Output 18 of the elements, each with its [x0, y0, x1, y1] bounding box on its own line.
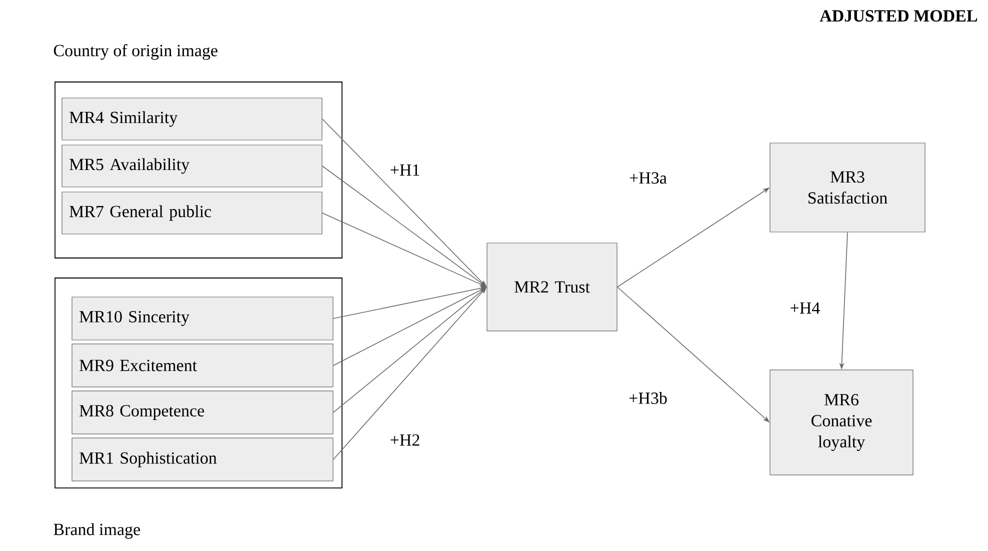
factor-box: MR8 Competence: [72, 390, 334, 434]
edge-label: +H3b: [628, 391, 668, 405]
factor-box: MR4 Similarity: [62, 98, 322, 140]
factor-box: MR9 Excitement: [72, 344, 334, 388]
factor-box: MR10 Sincerity: [72, 296, 334, 340]
node-label: Brand image: [54, 523, 140, 539]
factor-box: MR1 Sophistication: [72, 438, 334, 482]
factor-box: MR5 Availability: [62, 144, 322, 188]
hypothesis-label: +H2: [390, 434, 420, 446]
construct-box: MR2 Trust: [486, 242, 618, 332]
factor-box: MR7 General public: [62, 192, 322, 234]
construct-box: MR6 Conative loyalty: [770, 370, 914, 476]
hypothesis-label: +H1: [390, 164, 420, 176]
edge-label: +H3a: [628, 171, 668, 185]
node-label: Country of origin image: [54, 44, 218, 60]
title: ADJUSTED MODEL: [820, 10, 978, 22]
construct-box: MR3 Satisfaction: [770, 142, 926, 232]
edge-label: +H4: [788, 301, 822, 315]
